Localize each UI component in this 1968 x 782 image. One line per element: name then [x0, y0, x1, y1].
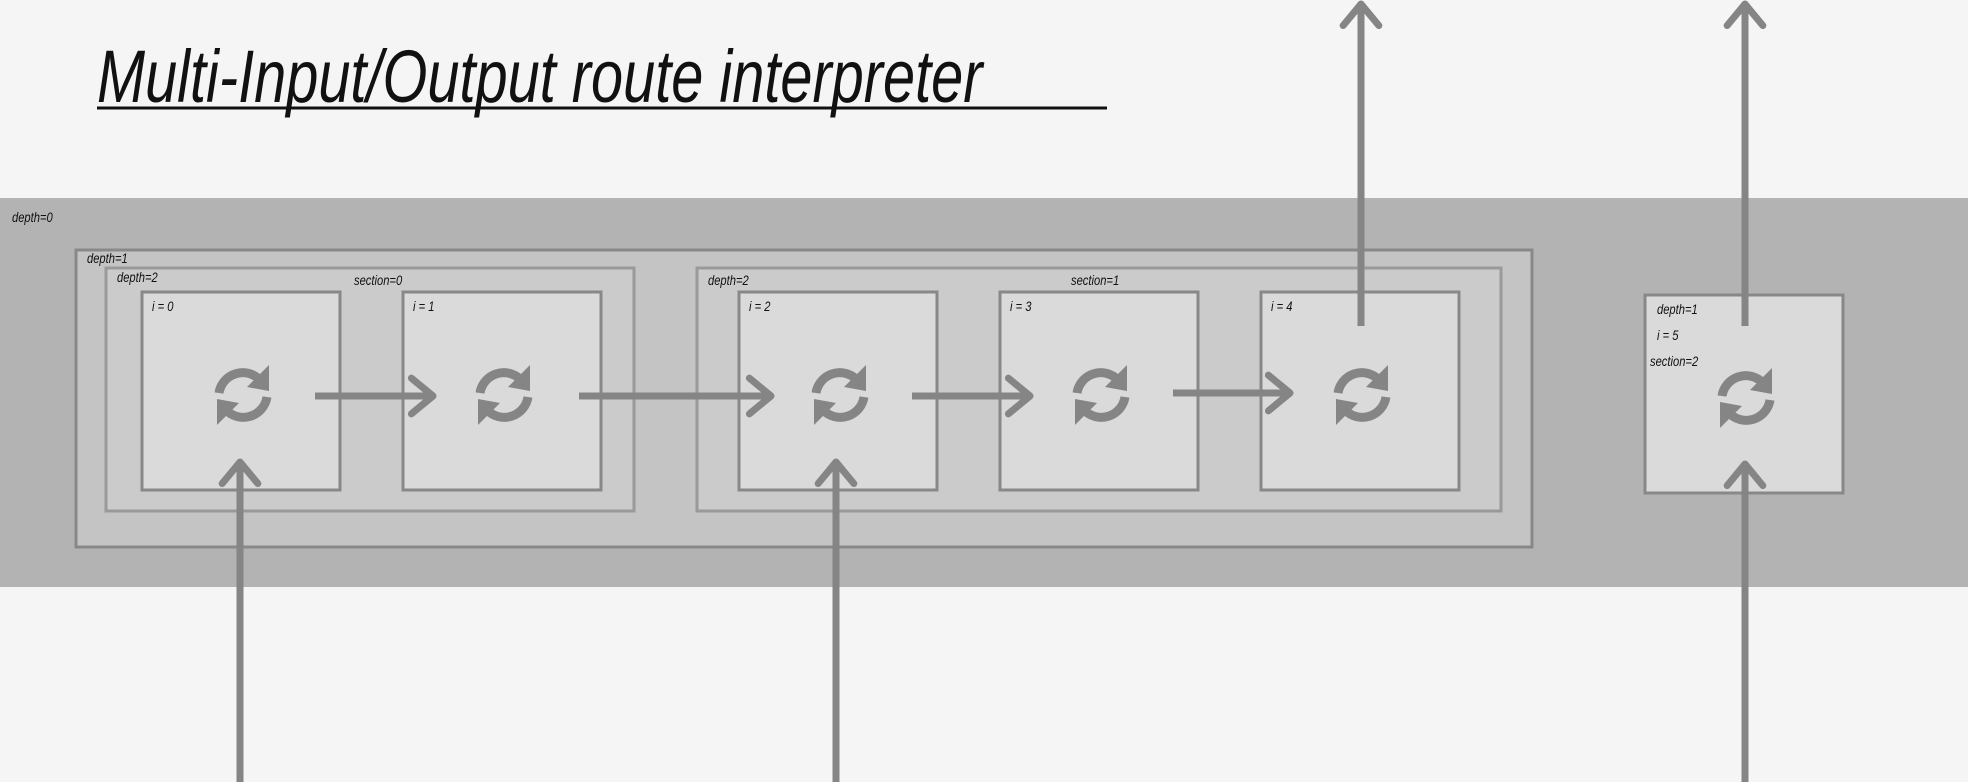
flow-arrow — [912, 374, 1034, 418]
output-arrow — [1723, 0, 1767, 326]
refresh-icon — [1072, 365, 1130, 425]
section0-label: section=0 — [354, 273, 402, 288]
route-node[interactable]: i = 3 — [998, 290, 1200, 492]
refresh-icon — [1717, 368, 1775, 428]
refresh-icon — [475, 365, 533, 425]
node-index-label: i = 5 — [1657, 328, 1679, 343]
refresh-icon — [214, 365, 272, 425]
depth0-label: depth=0 — [12, 210, 53, 225]
input-arrow — [814, 458, 858, 782]
route-node[interactable]: i = 1 — [401, 290, 603, 492]
flow-arrow — [315, 374, 437, 418]
node-index-label: i = 2 — [749, 299, 770, 314]
node-box — [998, 290, 1200, 492]
node-index-label: i = 4 — [1271, 299, 1292, 314]
node-depth-label: depth=1 — [1657, 302, 1698, 317]
refresh-icon — [811, 365, 869, 425]
route-node[interactable]: i = 0 — [140, 290, 342, 492]
node-section-label: section=2 — [1650, 354, 1698, 369]
route-node[interactable]: i = 2 — [737, 290, 939, 492]
flow-arrow — [1173, 371, 1294, 415]
depth1-label: depth=1 — [87, 251, 128, 266]
input-arrow — [218, 458, 262, 782]
page-title: Multi-Input/Output route interpreter — [97, 36, 985, 119]
node-index-label: i = 1 — [413, 299, 434, 314]
section1-label: section=1 — [1071, 273, 1119, 288]
flow-arrow — [579, 374, 775, 418]
route-node[interactable]: depth=1 i = 5 section=2 — [1643, 293, 1845, 495]
depth2-label: depth=2 — [708, 273, 749, 288]
node-box — [1643, 293, 1845, 495]
route-node[interactable]: i = 4 — [1259, 290, 1461, 492]
output-arrow — [1339, 0, 1383, 326]
depth2-label: depth=2 — [117, 270, 158, 285]
node-box — [401, 290, 603, 492]
node-index-label: i = 3 — [1010, 299, 1031, 314]
input-arrow — [1723, 460, 1767, 782]
node-box — [140, 290, 342, 492]
refresh-icon — [1333, 365, 1391, 425]
node-index-label: i = 0 — [152, 299, 173, 314]
